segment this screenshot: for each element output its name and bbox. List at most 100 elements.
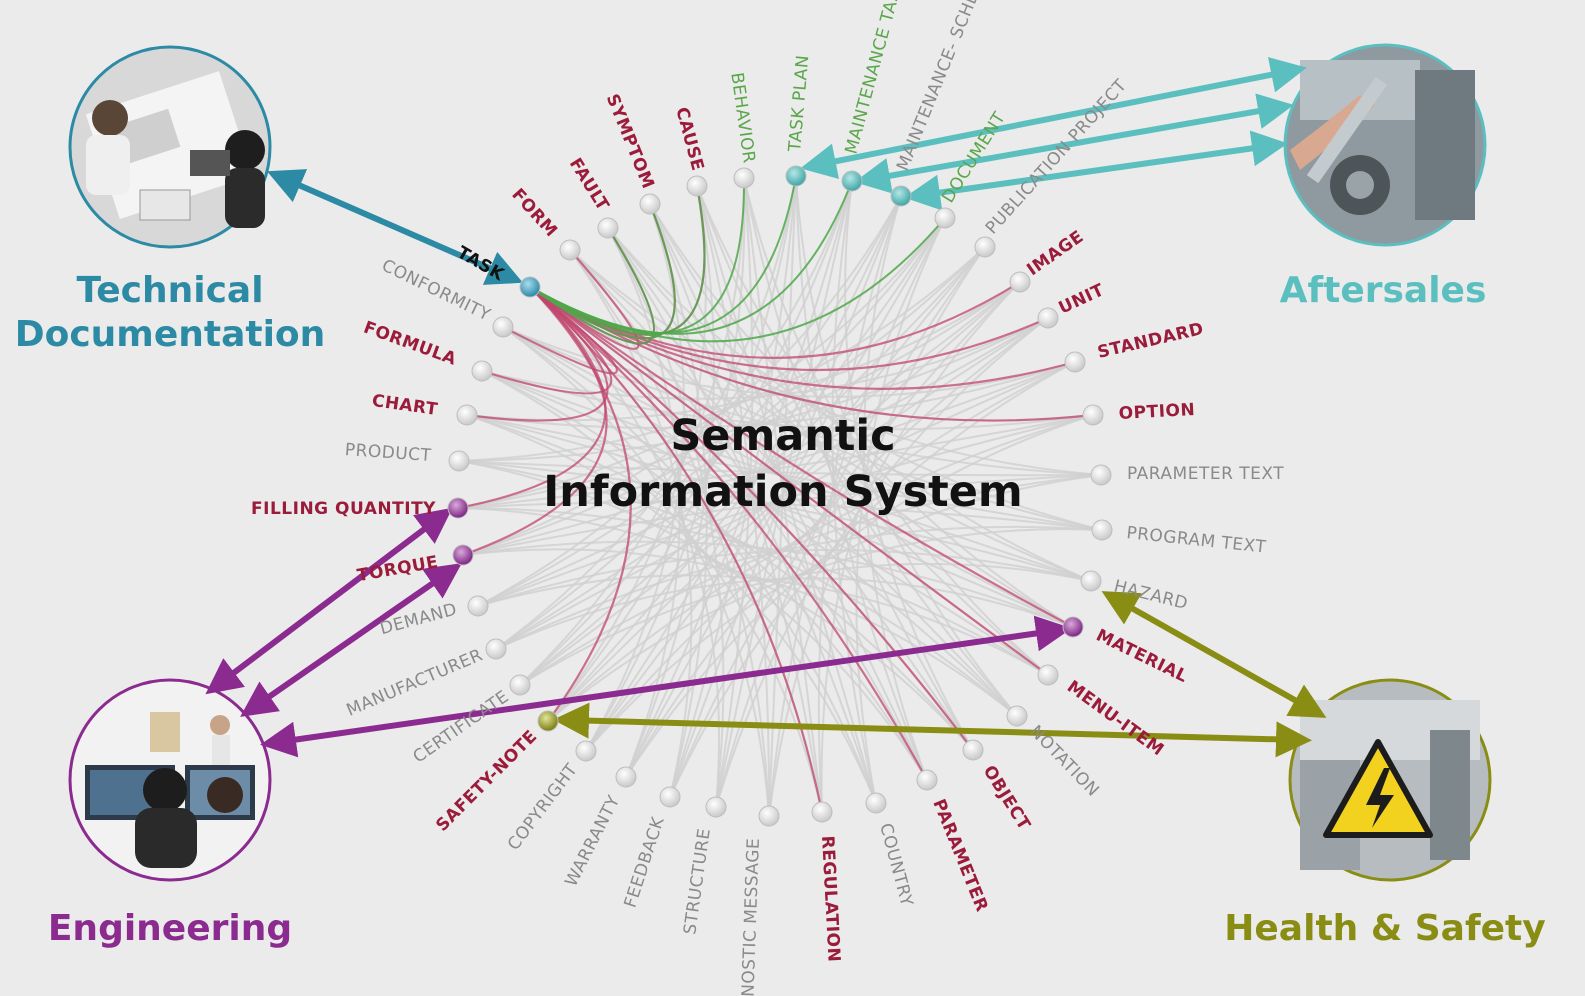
label-formula: FORMULA [361,318,460,370]
edge-hazard-product [458,460,1092,582]
title-line-2: Information System [543,467,1022,517]
edge-document-demand [477,217,946,607]
label-demand: DEMAND [378,600,459,640]
label-task: TASK [453,243,507,286]
node-unit[interactable] [1037,307,1059,329]
label-program-text: PROGRAM TEXT [1125,523,1267,558]
department-arrows [205,57,1327,758]
edge-task-form [529,249,640,350]
node-task[interactable] [519,276,541,298]
label-unit: UNIT [1056,280,1108,318]
edge-material-chart [466,414,1074,628]
node-option[interactable] [1082,404,1104,426]
label-image: IMAGE [1023,227,1087,280]
label-product: PRODUCT [344,440,432,466]
label-parameter-text: PARAMETER TEXT [1127,464,1284,484]
node-image[interactable] [1009,271,1031,293]
node-country[interactable] [865,792,887,814]
edge-torque-standard [462,361,1076,556]
aftersales-label: Aftersales [1280,270,1487,311]
edge-torque-material [462,540,1074,628]
node-object[interactable] [962,739,984,761]
node-certificate[interactable] [509,674,531,696]
node-program-text[interactable] [1091,519,1113,541]
node-copyright[interactable] [575,740,597,762]
node-publication-project[interactable] [974,236,996,258]
node-structure[interactable] [705,796,727,818]
aftersales-photo [1283,43,1487,247]
node-cause[interactable] [686,175,708,197]
edge-task-symptom [529,203,676,340]
node-symptom[interactable] [639,193,661,215]
edge-image-filling_quantity [457,281,1021,509]
label-parameter: PARAMETER [928,796,991,914]
node-demand[interactable] [467,595,489,617]
label-maintenance-task: MAINTENANCE TASK [842,0,908,156]
label-chart: CHART [371,391,439,420]
lightning-bolt-icon [1366,768,1394,828]
label-manufacturer: MANUFACTURER [344,645,486,720]
edge-filling_quantity-option [457,414,1094,509]
health-safety-photo [1288,678,1492,882]
node-document[interactable] [934,207,956,229]
label-warranty: WARRANTY [561,792,624,890]
health-safety-label: Health & Safety [1224,908,1545,949]
edge-task-cause [529,185,706,336]
node-notation[interactable] [1006,705,1028,727]
node-regulation[interactable] [811,801,833,823]
label-structure: STRUCTURE [680,827,715,936]
node-diagnostic-message[interactable] [758,805,780,827]
label-form: FORM [507,185,561,242]
technical-documentation-photo [68,45,272,249]
technical-documentation-label-2: Documentation [15,314,326,355]
node-behavior[interactable] [733,167,755,189]
node-chart[interactable] [456,404,478,426]
label-copyright: COPYRIGHT [504,760,582,855]
label-object: OBJECT [979,762,1034,834]
node-safety-note[interactable] [537,710,559,732]
engineering-photo [68,678,272,882]
node-maintenance-schedule[interactable] [890,185,912,207]
edge-program_text-filling_quantity [457,501,1103,531]
label-hazard: HAZARD [1112,576,1190,614]
node-task-plan[interactable] [785,165,807,187]
edge-task-fault [529,227,655,345]
edge-task-document [529,217,946,343]
node-manufacturer[interactable] [485,638,507,660]
node-feedback[interactable] [659,786,681,808]
node-parameter[interactable] [916,769,938,791]
label-cause: CAUSE [671,105,707,173]
edge-manufacturer-program_text [495,525,1103,650]
edge-conformity-material [502,326,1074,628]
edge-chart-program_text [466,414,1103,531]
node-menu-item[interactable] [1037,664,1059,686]
label-menu-item: MENU-ITEM [1063,677,1167,761]
node-standard[interactable] [1064,351,1086,373]
edge-program_text-task [529,286,1103,531]
node-form[interactable] [559,239,581,261]
node-hazard[interactable] [1080,570,1102,592]
node-parameter-text[interactable] [1090,464,1112,486]
label-diagnostic-message: DIAGNOSTIC MESSAGE [737,837,764,996]
label-behavior: BEHAVIOR [726,71,759,164]
label-option: OPTION [1118,400,1195,424]
edge-parameter_text-torque [462,474,1102,556]
node-formula[interactable] [471,360,493,382]
node-product[interactable] [448,450,470,472]
node-warranty[interactable] [615,766,637,788]
node-torque[interactable] [452,544,474,566]
label-task-plan: TASK PLAN [785,54,813,153]
node-conformity[interactable] [492,316,514,338]
edge-task-torque [462,286,608,557]
edge-behavior-menu_item [743,177,1049,676]
edge-option-demand [477,414,1094,607]
node-fault[interactable] [597,217,619,239]
title-line-1: Semantic [670,411,895,461]
node-material[interactable] [1062,616,1084,638]
technical-documentation-label-1: Technical [76,270,263,311]
node-filling-quantity[interactable] [447,497,469,519]
label-fault: FAULT [565,155,613,215]
node-maintenance-task[interactable] [841,170,863,192]
engineering-label: Engineering [48,908,292,949]
